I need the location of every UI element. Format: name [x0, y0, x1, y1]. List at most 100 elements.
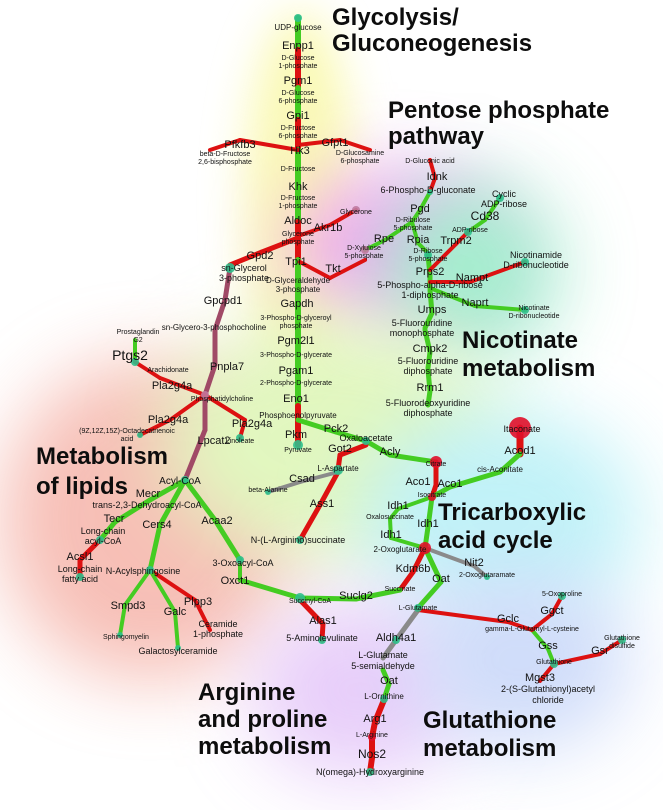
label-ptgs2: Ptgs2 — [112, 347, 148, 363]
label-acod1: Acod1 — [504, 445, 535, 457]
label-mgst3: Mgst3 — [525, 672, 555, 684]
pathway-edge — [148, 568, 197, 602]
pathway-edge — [297, 595, 359, 602]
label-pla2g4a-2: Pla2g4a — [148, 414, 189, 426]
pathway-edge — [427, 287, 435, 316]
label-l-glutamate: L-Glutamate — [399, 605, 438, 612]
pathway-edge — [483, 196, 502, 222]
pathway-edge — [157, 477, 188, 528]
metabolite-node — [380, 695, 388, 703]
label-linoleate: Linoleate — [226, 438, 255, 445]
region-titles: Glycolysis/Gluconeogenesis Pentose phosp… — [36, 4, 609, 762]
metabolite-node — [201, 391, 209, 399]
label-gpi1: Gpi1 — [286, 110, 309, 122]
label-csad: Csad — [289, 473, 315, 485]
pathway-edge — [530, 612, 554, 632]
pathway-edge — [295, 417, 339, 435]
label-oxoglutaramate: 2-Oxoglutaramate — [459, 572, 515, 579]
pathway-edge — [380, 667, 392, 687]
pathway-edge — [148, 568, 177, 614]
pathway-edge — [423, 546, 476, 568]
label-gapdh: Gapdh — [280, 298, 313, 310]
metabolite-node — [427, 189, 433, 195]
label-got2: Got2 — [328, 443, 352, 455]
hub-metabolite-node — [368, 733, 376, 741]
metabolite-node — [146, 566, 154, 574]
metabolite-node — [333, 465, 343, 475]
pathway-edge — [447, 469, 503, 490]
metabolite-node — [175, 645, 181, 651]
pathway-edge — [237, 577, 303, 601]
pathway-edge — [317, 469, 341, 508]
pathway-edge — [123, 568, 152, 607]
hub-metabolite-node — [509, 417, 531, 439]
metabolite-node — [236, 556, 244, 564]
pathway-edge — [77, 537, 103, 563]
pathway-edge — [203, 393, 247, 422]
label-tecr: Tecr — [104, 513, 125, 525]
label-gamma-glu-cys: gamma-L-Glutamyl-L-cysteine — [485, 626, 579, 633]
pathway-edge — [388, 507, 400, 521]
pathway-edge — [118, 603, 127, 637]
label-arachidonate: Arachidonate — [147, 367, 188, 374]
label-idh1-b: Idh1 — [417, 518, 438, 530]
pathway-edge — [416, 241, 430, 255]
metabolite-node — [296, 536, 304, 544]
label-oxalosuccinate: Oxalosuccinate — [366, 514, 414, 521]
pathway-edge — [212, 517, 243, 563]
pathway-edge — [353, 587, 403, 602]
label-acaa2: Acaa2 — [201, 515, 232, 527]
pathway-edge — [227, 249, 265, 268]
pathway-edge — [222, 265, 233, 303]
pathway-edge — [333, 429, 369, 444]
label-idnk: Idnk — [427, 171, 448, 183]
label-suclg2: Suclg2 — [339, 590, 373, 602]
nodes — [76, 14, 626, 776]
label-nos2: Nos2 — [358, 747, 386, 761]
pathway-edge — [212, 297, 228, 333]
pathway-edge — [530, 628, 550, 651]
metabolite-node — [496, 194, 504, 202]
label-tpi1: Tpi1 — [285, 256, 306, 268]
label-citrate: Citrate — [426, 461, 447, 468]
label-pyruvate: Pyruvate — [284, 447, 312, 454]
label-khk: Khk — [289, 181, 308, 193]
pathway-edge — [425, 494, 435, 530]
label-glycerone: Glycerone — [340, 209, 372, 216]
metabolite-node — [366, 768, 374, 776]
label-pla2g4a-1: Pla2g4a — [152, 380, 193, 392]
label-isocitrate: Isocitrate — [418, 492, 447, 499]
label-idh1-a: Idh1 — [387, 500, 408, 512]
label-gss: Gss — [538, 640, 558, 652]
label-udp-glucose: UDP-glucose — [274, 23, 322, 32]
metabolite-node — [294, 14, 302, 22]
pathway-edge — [415, 579, 444, 611]
metabolite-node — [76, 573, 84, 581]
pathway-edge — [296, 223, 332, 238]
label-naprt: Naprt — [462, 297, 489, 309]
label-sphingomyelin: Sphingomyelin — [103, 634, 149, 641]
label-plpp3: Plpp3 — [184, 596, 212, 608]
metabolite-node — [236, 434, 244, 442]
label-trpm2: Trpm2 — [440, 235, 471, 247]
label-galc: Galc — [164, 606, 187, 618]
label-rrm1: Rrm1 — [417, 382, 444, 394]
region-title-glycolysis: Glycolysis/Gluconeogenesis — [332, 4, 532, 57]
label-oxoproline: 5-Oxoproline — [542, 591, 582, 598]
pathway-edge — [422, 545, 444, 585]
metabolite-node — [618, 636, 626, 644]
